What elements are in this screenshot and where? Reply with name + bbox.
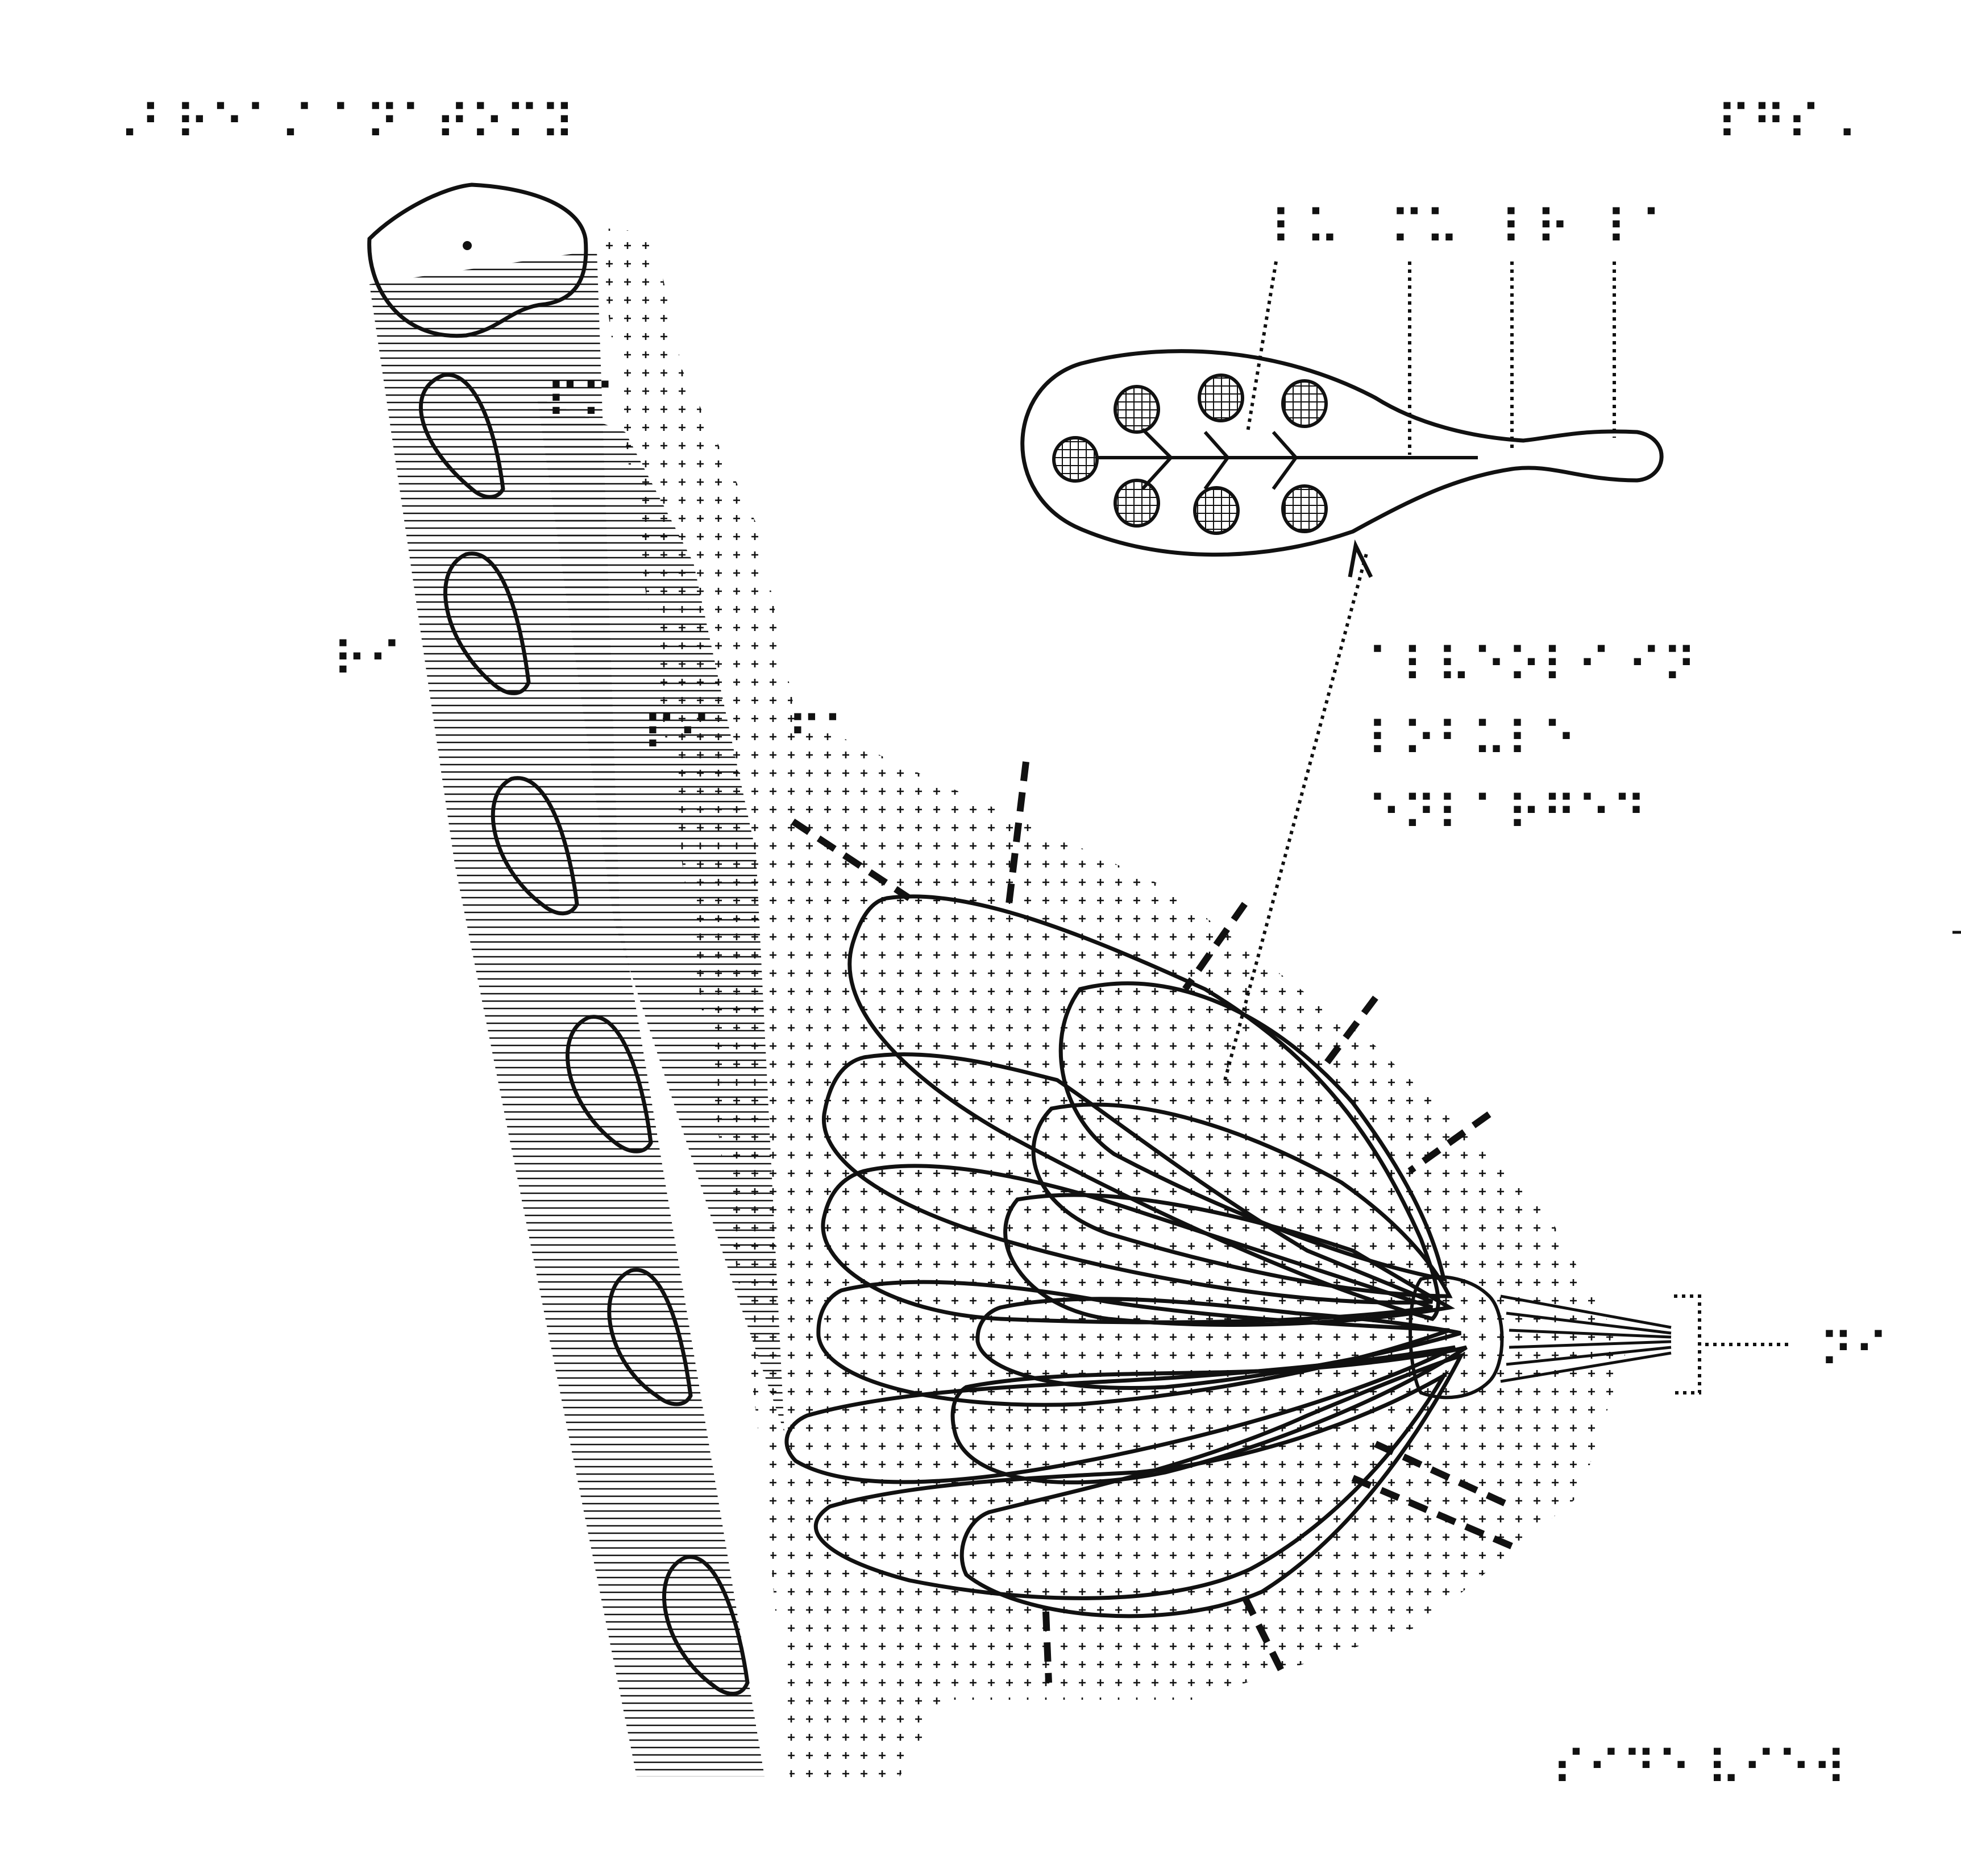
leader-lines (1223, 261, 1790, 1394)
nipple-ducts (1409, 1275, 1672, 1400)
braille-label-nipple: ⠝⠊ (1819, 1323, 1889, 1379)
chest-wall-muscle-band (369, 250, 765, 1777)
pectoral-muscle-band (537, 398, 784, 1433)
braille-label-fat: ⠋⠁ (787, 706, 857, 762)
braille-key-line-3: ⠑⠝⠇⠁⠗⠛⠑⠙ (1367, 786, 1647, 841)
braille-key-line-1: ⠁⠇⠧⠑⠕⠇⠊ ⠊⠝ (1367, 638, 1697, 694)
braille-label-rib: ⠗⠊ (333, 632, 402, 688)
braille-lobule-label-1: ⠇⠥ (1270, 200, 1340, 256)
lobe-divider-dashes (791, 761, 1514, 1683)
fatty-tissue-region (597, 227, 1626, 1779)
rib-cross-sections (367, 182, 750, 1696)
braille-lobule-label-2: ⠍⠥ (1390, 200, 1460, 256)
braille-labels: ⠠⠃⠗⠑⠁⠌ ⠁⠝⠁⠞⠕⠍⠽ ⠏⠛⠎ ⠄ ⠗⠊ ⠏⠍ ⠏⠊ ⠋⠁ ⠇⠥ ⠍⠥ ⠇… (105, 95, 1889, 1796)
lobule-enlargement-inset (1020, 349, 1664, 557)
braille-title-left: ⠠⠃⠗⠑⠁⠌ ⠁⠝⠁⠞⠕⠍⠽ (105, 95, 575, 151)
braille-key-line-2: ⠇⠕⠃⠥⠇⠑ (1367, 712, 1577, 767)
braille-title-right: ⠏⠛⠎ ⠄ (1717, 95, 1872, 151)
alveoli (1052, 373, 1328, 535)
braille-lobule-label-4: ⠇⠁ (1606, 200, 1676, 256)
braille-footer: ⠎⠊⠙⠑ ⠧⠊⠑⠺ (1552, 1741, 1847, 1796)
braille-label-muscle-inner: ⠏⠊ (642, 706, 712, 762)
clavicle-oval (367, 182, 588, 338)
mammary-lobes (784, 894, 1672, 1618)
enlargement-arrowhead (1348, 539, 1373, 578)
braille-label-muscle-left: ⠏⠍ (546, 373, 616, 429)
braille-lobule-label-3: ⠇⠗ (1501, 200, 1571, 256)
